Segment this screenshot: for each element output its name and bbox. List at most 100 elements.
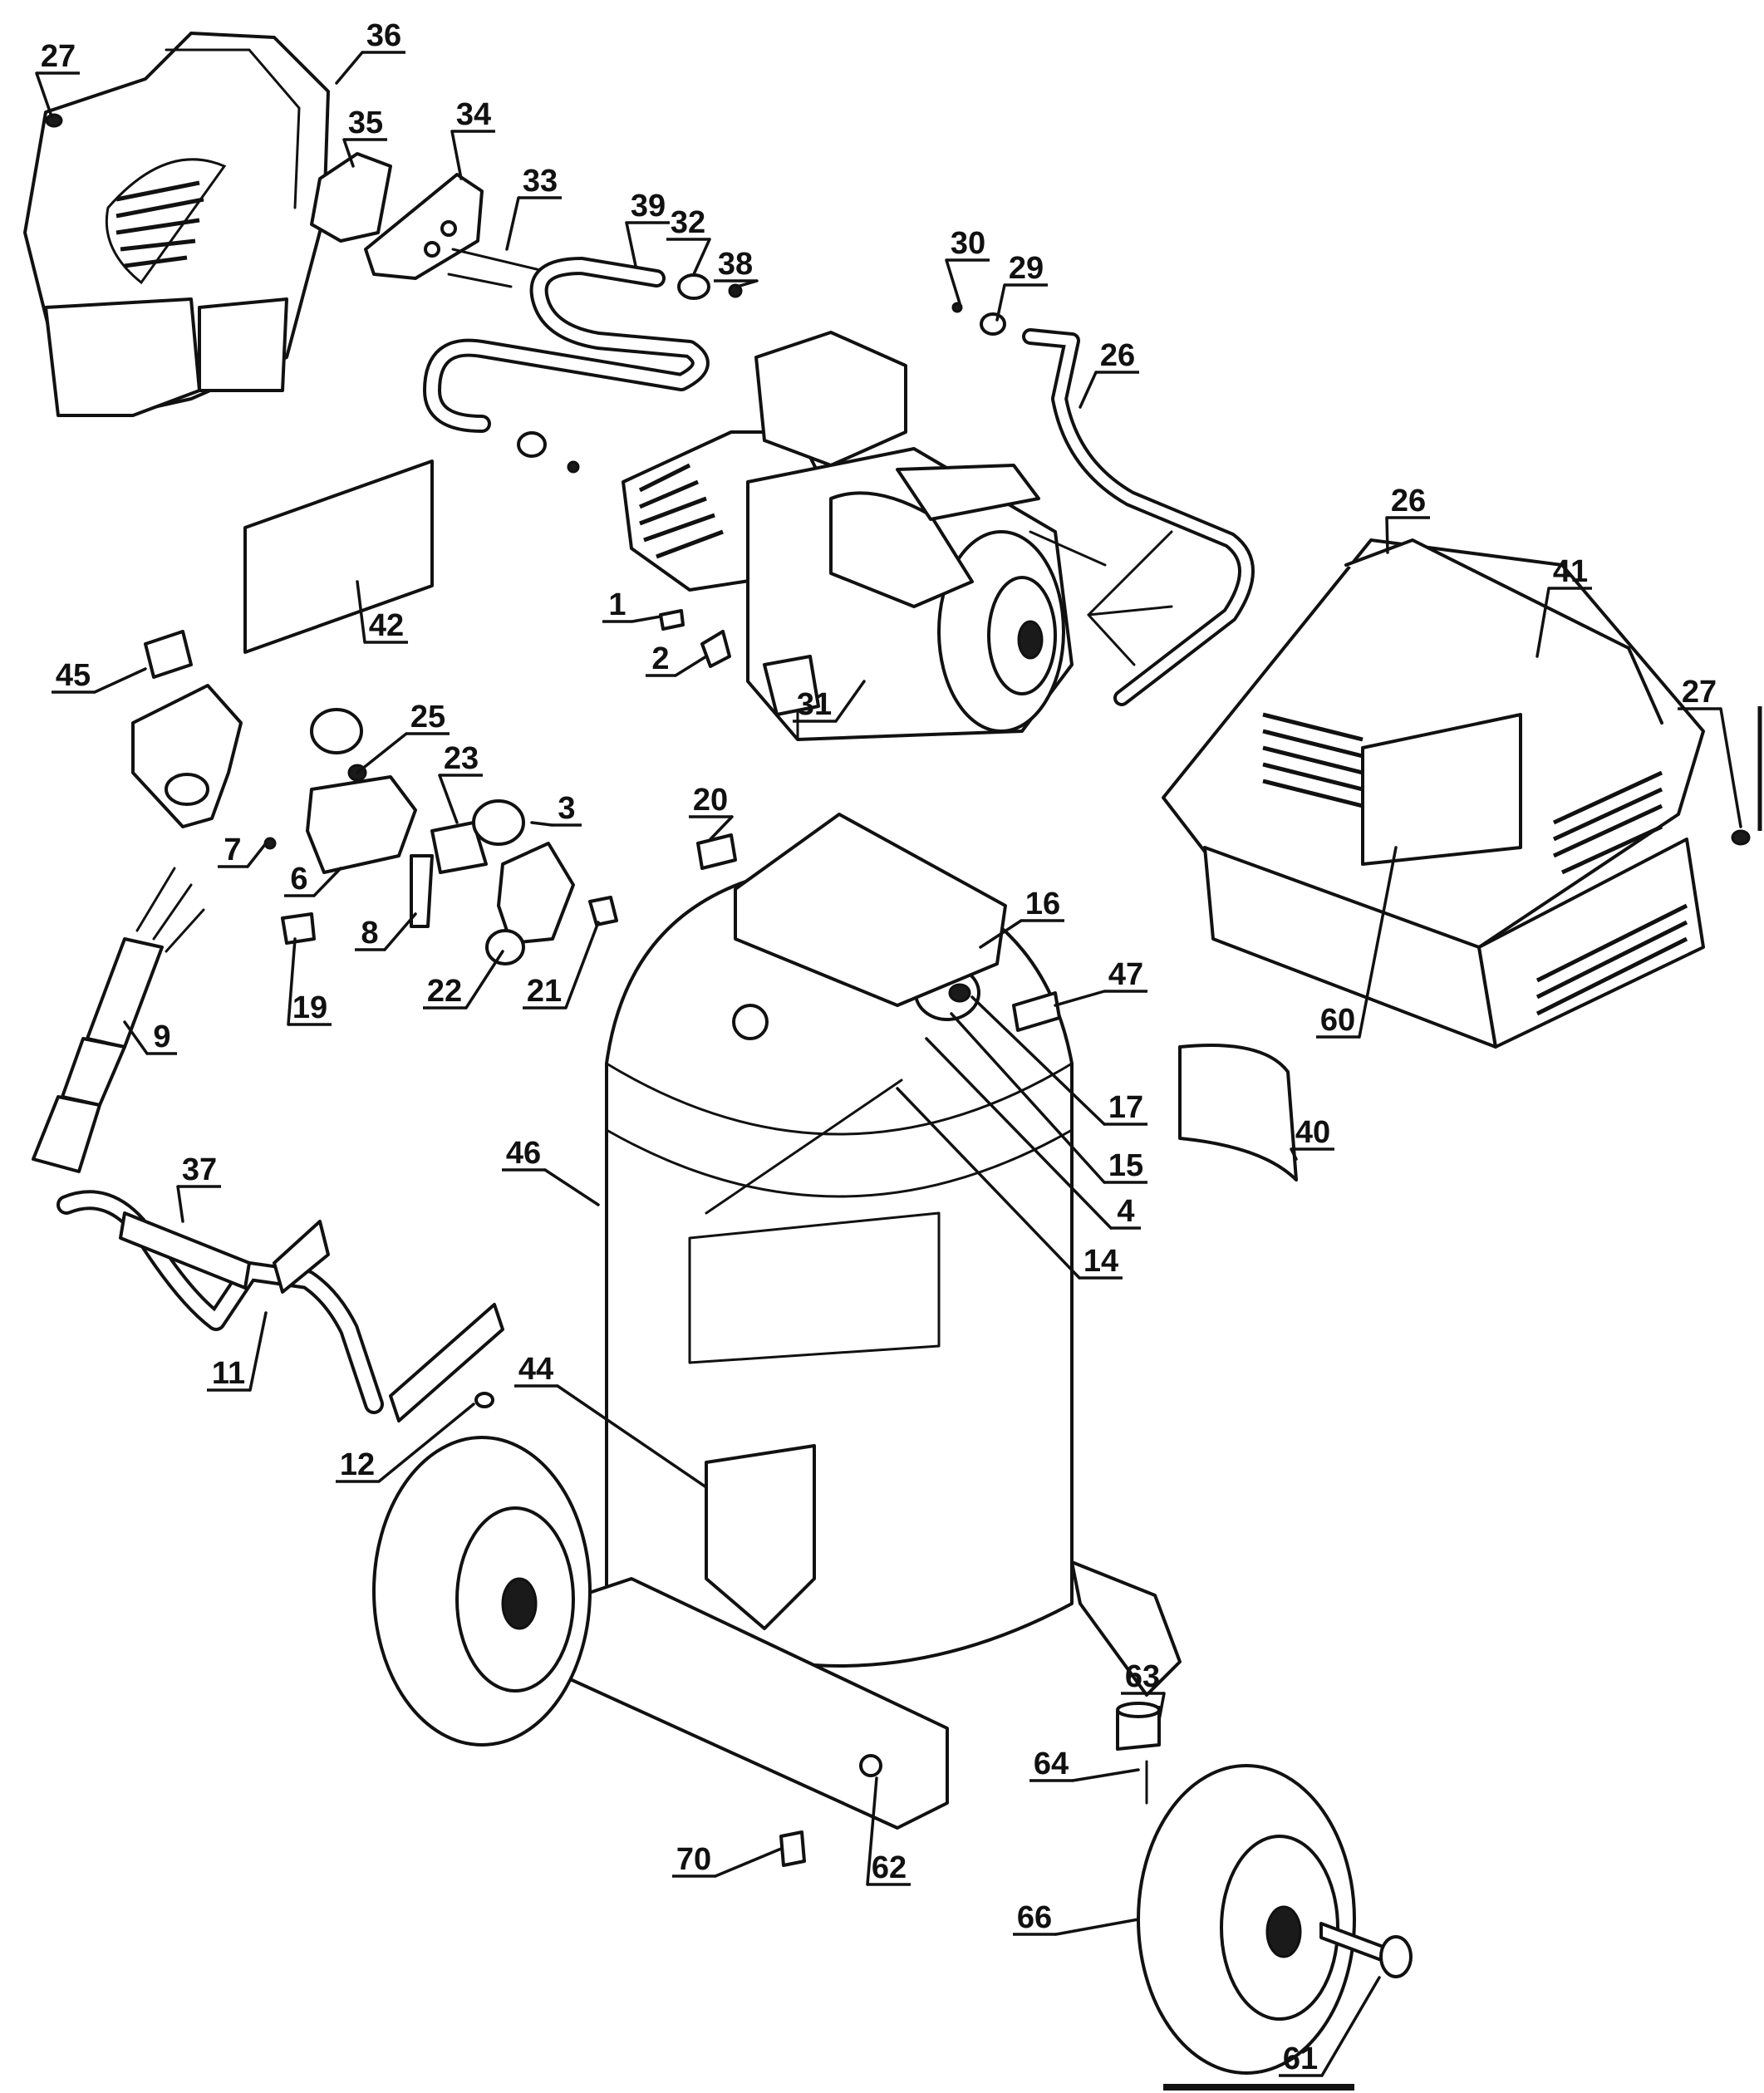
callout-leader-line — [335, 51, 364, 85]
handle-assembly-part — [57, 1190, 504, 1422]
callout-25: 25 — [356, 700, 450, 774]
callout-leader-line — [1358, 846, 1398, 1039]
callout-number: 60 — [1320, 1003, 1355, 1038]
callout-number: 26 — [1100, 338, 1135, 373]
callout-34: 34 — [450, 97, 495, 180]
callout-6: 6 — [284, 862, 342, 897]
callout-leader-line — [735, 279, 759, 288]
callout-number: 70 — [676, 1842, 711, 1877]
callout-26-hose: 26 — [1079, 338, 1139, 409]
callout-leader-line — [970, 995, 1106, 1126]
callout-leader-line — [556, 1384, 708, 1489]
motor-mount-plate-part — [696, 813, 1007, 1007]
outlet-tube-part — [423, 257, 710, 433]
callout-leader-line — [1719, 707, 1742, 828]
callout-61: 61 — [1279, 1976, 1381, 2077]
right-wheel-part — [1137, 1764, 1413, 2075]
callout-40: 40 — [1290, 1115, 1334, 1161]
callout-leader-line — [530, 821, 553, 827]
callout-leader-line — [692, 238, 711, 276]
callout-leader-line — [1079, 371, 1098, 409]
callout-3: 3 — [530, 791, 582, 827]
shroud-screw-right — [1731, 829, 1751, 846]
callout-17: 17 — [970, 995, 1147, 1126]
callout-number: 27 — [41, 39, 76, 74]
callout-number: 38 — [718, 247, 753, 282]
callout-leader-line — [834, 680, 866, 723]
callout-number: 11 — [212, 1356, 245, 1391]
callout-number: 31 — [797, 687, 832, 722]
callout-33: 33 — [505, 164, 562, 251]
callout-number: 37 — [182, 1152, 217, 1187]
callout-leader-line — [312, 867, 342, 897]
callout-number: 41 — [1553, 554, 1588, 589]
callout-leader-line — [248, 1311, 268, 1392]
callout-leader-line — [979, 919, 1023, 949]
callout-number: 40 — [1295, 1115, 1330, 1150]
callout-63: 63 — [1121, 1659, 1166, 1722]
callout-number: 39 — [631, 189, 666, 224]
callout-leader-line — [631, 615, 662, 623]
callout-number: 30 — [951, 226, 985, 261]
callout-leader-line — [866, 1776, 878, 1886]
callout-number: 7 — [224, 833, 241, 867]
callout-9: 9 — [123, 1019, 177, 1055]
callout-number: 33 — [523, 164, 558, 199]
callout-39: 39 — [625, 189, 670, 268]
callout-30: 30 — [945, 226, 990, 305]
callout-22: 22 — [423, 950, 504, 1010]
callout-leader-line — [342, 138, 355, 168]
callout-11: 11 — [207, 1311, 268, 1392]
callout-number: 35 — [348, 106, 383, 140]
callout-number: 45 — [56, 658, 91, 693]
callout-leader-line — [1320, 1976, 1381, 2077]
callout-number: 26 — [1391, 484, 1426, 518]
callout-1: 1 — [602, 587, 662, 623]
callout-leader-line — [925, 1037, 1113, 1230]
callout-14: 14 — [896, 1087, 1123, 1280]
callout-number: 61 — [1283, 2041, 1318, 2076]
callout-number: 1 — [608, 587, 626, 622]
tag-and-bracket-part — [131, 630, 243, 828]
callout-number: 20 — [693, 783, 728, 818]
callout-leader-line — [945, 258, 961, 305]
callout-47: 47 — [1054, 957, 1147, 1007]
air-tank-part — [605, 862, 1074, 1668]
callout-12: 12 — [336, 1403, 475, 1483]
callout-2: 2 — [646, 641, 708, 677]
shroud-screw-top — [45, 113, 63, 128]
callout-number: 8 — [361, 916, 378, 951]
callout-leader-line — [1536, 587, 1550, 658]
callout-leader-line — [1071, 1768, 1140, 1782]
callout-leader-line — [1290, 1147, 1298, 1161]
callout-45: 45 — [52, 658, 147, 694]
callout-leader-line — [123, 1020, 149, 1055]
callout-leader-line — [464, 950, 504, 1010]
callout-44: 44 — [514, 1352, 708, 1489]
callout-29: 29 — [995, 251, 1048, 322]
callout-35: 35 — [342, 106, 387, 168]
mount-bracket-part — [364, 173, 484, 280]
callout-number: 66 — [1017, 1900, 1052, 1935]
side-decal-part — [1178, 1044, 1298, 1182]
callout-number: 42 — [369, 608, 404, 643]
callout-number: 34 — [456, 97, 491, 132]
callout-number: 17 — [1108, 1090, 1143, 1125]
callout-number: 9 — [153, 1019, 170, 1054]
callout-leader-line — [564, 921, 600, 1010]
callout-number: 22 — [427, 974, 462, 1009]
callout-number: 23 — [444, 741, 479, 776]
callout-32: 32 — [666, 205, 711, 276]
callout-leader-line — [93, 667, 147, 694]
callout-leader-line — [625, 221, 637, 268]
front-shroud-part — [23, 32, 330, 417]
callout-60: 60 — [1316, 846, 1398, 1039]
callout-leader-line — [356, 732, 408, 774]
callout-number: 25 — [410, 700, 445, 735]
manifold-assembly-part — [263, 708, 618, 965]
callout-number: 19 — [292, 990, 327, 1025]
callout-number: 32 — [671, 205, 705, 240]
callout-number: 36 — [366, 18, 401, 53]
callout-leader-line — [1054, 990, 1106, 1007]
